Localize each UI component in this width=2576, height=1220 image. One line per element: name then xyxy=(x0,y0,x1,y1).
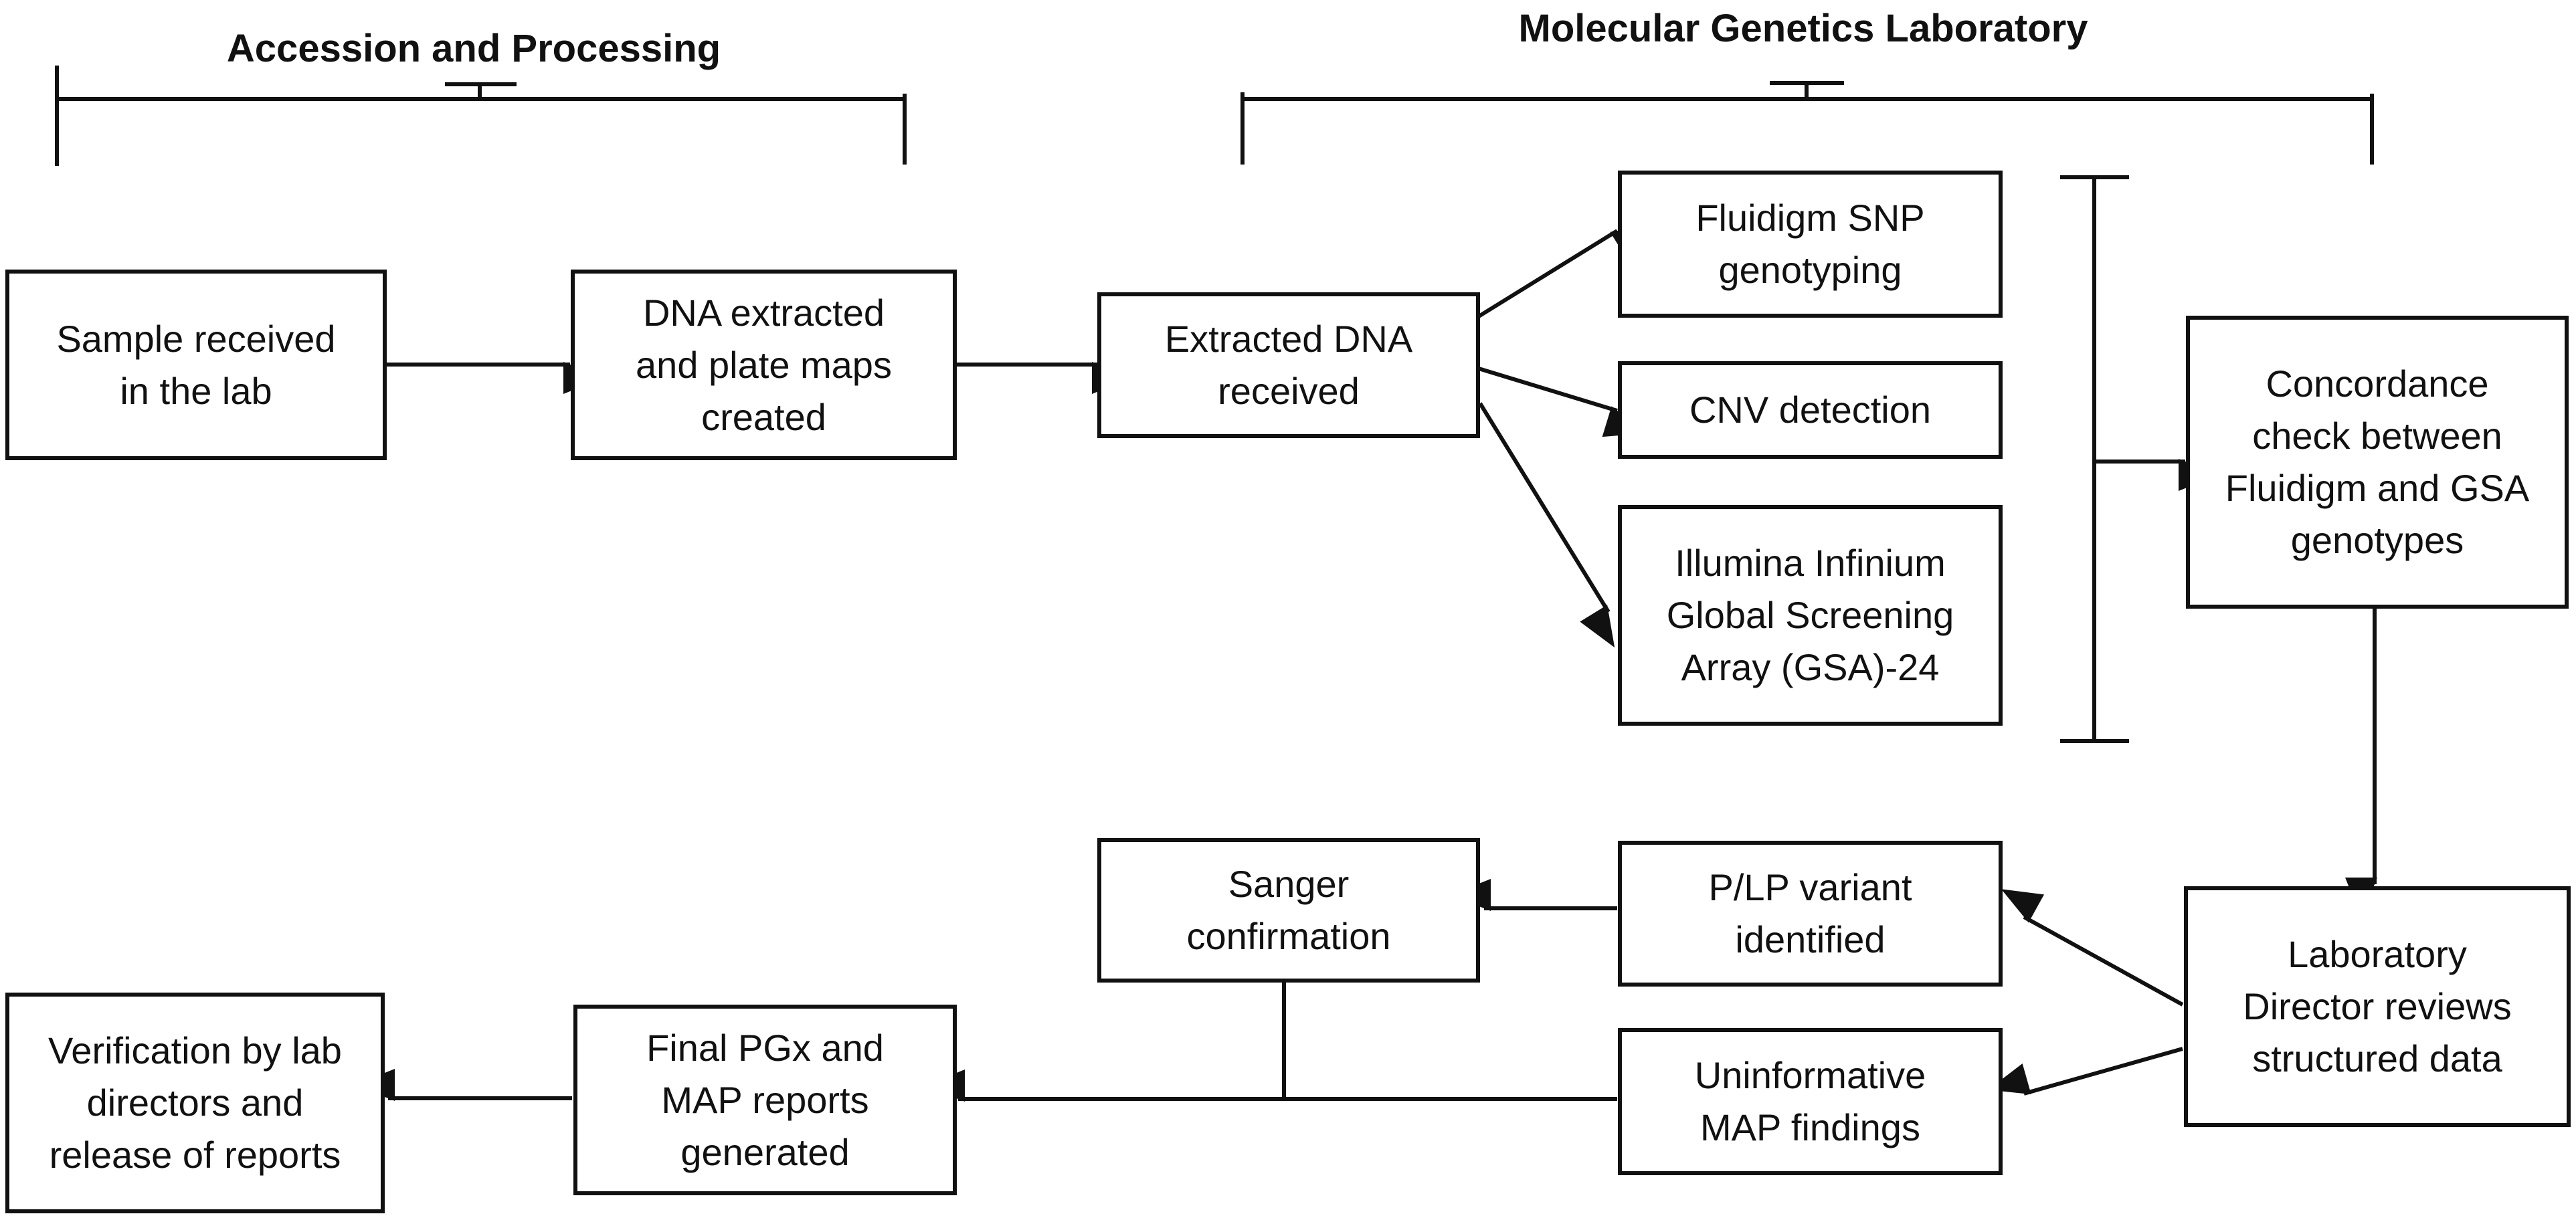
section-title-molecular: Molecular Genetics Laboratory xyxy=(1518,7,2088,50)
step-text-line: Extracted DNA xyxy=(1164,318,1413,360)
step-extracted-dna-received: Extracted DNA received xyxy=(1097,292,1480,438)
step-text-line: genotyping xyxy=(1718,249,1902,291)
step-concordance-check: Concordance check between Fluidigm and G… xyxy=(2186,316,2569,609)
step-text-line: DNA extracted xyxy=(642,291,885,334)
arrow-director-to-uninformative xyxy=(1988,1047,2183,1096)
step-text-line: P/LP variant xyxy=(1708,866,1912,908)
step-text-line: Illumina Infinium xyxy=(1675,542,1946,584)
arrow-received-to-fluidigm xyxy=(1477,224,1653,318)
step-dna-extracted: DNA extracted and plate maps created xyxy=(571,270,957,460)
step-text-line: in the lab xyxy=(120,369,272,412)
step-text-line: Director reviews xyxy=(2243,985,2512,1027)
step-uninformative-map: Uninformative MAP findings xyxy=(1618,1028,2003,1175)
step-text-line: structured data xyxy=(2252,1037,2502,1080)
molecular-bracket xyxy=(1240,81,2374,165)
step-text-line: Uninformative xyxy=(1694,1054,1926,1096)
step-cnv-detection: CNV detection xyxy=(1618,361,2003,459)
step-text-line: MAP reports xyxy=(661,1078,869,1121)
step-text-line: Global Screening xyxy=(1666,594,1954,636)
arrow-director-to-plp xyxy=(2001,889,2184,1007)
arrow-received-to-gsa xyxy=(1478,402,1615,648)
step-text-line: received xyxy=(1218,370,1360,412)
step-text-line: Laboratory xyxy=(2288,933,2467,975)
step-text-line: directors and xyxy=(86,1082,304,1124)
arrow-received-to-cnv xyxy=(1478,367,1646,437)
accession-bracket xyxy=(55,66,907,166)
step-text-line: CNV detection xyxy=(1689,389,1932,431)
step-text-line: generated xyxy=(680,1130,850,1173)
step-final-reports: Final PGx and MAP reports generated xyxy=(573,1005,957,1195)
step-text-line: Final PGx and xyxy=(646,1026,884,1069)
step-text-line: Array (GSA)-24 xyxy=(1681,646,1940,688)
step-text-line: Concordance xyxy=(2266,363,2489,405)
step-text-line: created xyxy=(701,395,826,438)
step-sanger-confirmation: Sanger confirmation xyxy=(1097,838,1480,983)
step-text-line: Sample received xyxy=(56,317,336,360)
step-text-line: Verification by lab xyxy=(48,1029,342,1072)
step-text-line: Fluidigm and GSA xyxy=(2225,467,2530,509)
step-text-line: release of reports xyxy=(49,1134,341,1176)
step-text-line: confirmation xyxy=(1186,915,1391,957)
step-verification: Verification by lab directors and releas… xyxy=(5,993,385,1213)
step-text-line: and plate maps xyxy=(636,343,892,386)
step-text-line: genotypes xyxy=(2290,519,2464,561)
step-text-line: Fluidigm SNP xyxy=(1695,197,1925,239)
step-text-line: identified xyxy=(1735,918,1885,960)
step-text-line: check between xyxy=(2252,415,2502,457)
section-title-accession: Accession and Processing xyxy=(226,27,721,70)
step-plp-variant: P/LP variant identified xyxy=(1618,841,2003,987)
step-text-line: Sanger xyxy=(1228,863,1350,905)
step-illumina-gsa: Illumina Infinium Global Screening Array… xyxy=(1618,505,2003,726)
step-fluidigm-snp: Fluidigm SNP genotyping xyxy=(1618,171,2003,318)
step-lab-director-reviews: Laboratory Director reviews structured d… xyxy=(2184,886,2571,1127)
step-sample-received: Sample received in the lab xyxy=(5,270,387,460)
genotyping-bracket xyxy=(2060,175,2129,743)
step-text-line: MAP findings xyxy=(1700,1106,1920,1148)
